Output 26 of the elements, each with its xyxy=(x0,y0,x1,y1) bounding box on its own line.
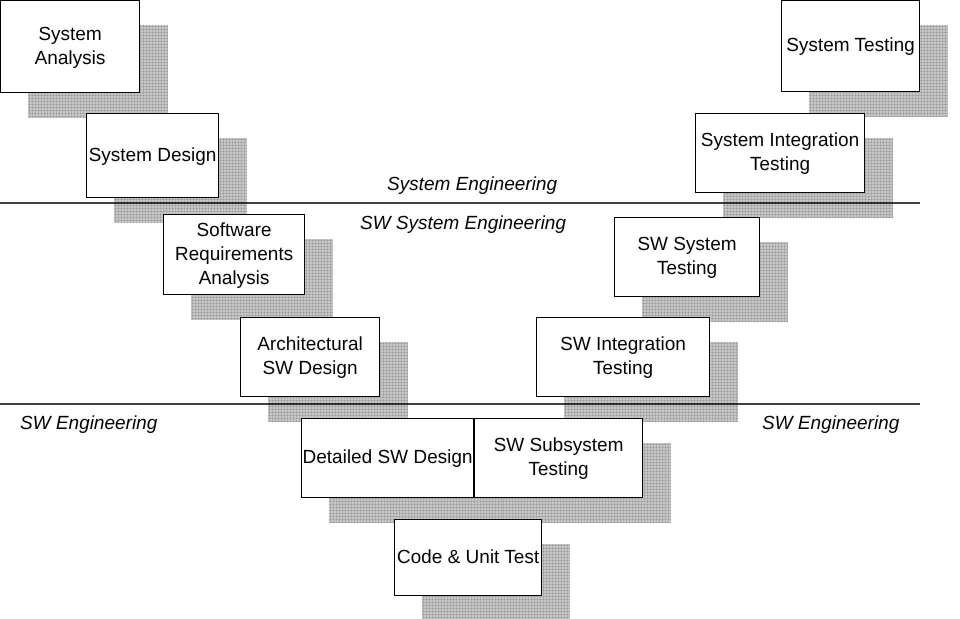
process-box xyxy=(301,418,474,498)
process-box xyxy=(474,418,643,498)
process-box xyxy=(614,217,760,297)
box-label: System Testing xyxy=(786,34,915,58)
phase-label: System Engineering xyxy=(387,174,558,196)
phase-label: SW System Engineering xyxy=(360,213,566,235)
process-box xyxy=(163,214,305,295)
process-box xyxy=(781,0,920,92)
process-box xyxy=(394,519,542,596)
box-label: Detailed SW Design xyxy=(302,446,473,470)
box-label: Code & Unit Test xyxy=(396,546,540,570)
box-label: System Integration Testing xyxy=(700,129,860,177)
process-box xyxy=(536,317,710,397)
box-label: SW Subsystem Testing xyxy=(492,434,624,482)
box-label: Architectural SW Design xyxy=(256,333,364,381)
box-label: System Analysis xyxy=(34,22,106,70)
process-box xyxy=(240,317,380,397)
phase-label: SW Engineering xyxy=(20,413,158,435)
process-box xyxy=(0,0,140,93)
phase-label: SW Engineering xyxy=(762,413,900,435)
process-box xyxy=(86,113,219,198)
process-box xyxy=(695,113,865,193)
box-label: SW System Testing xyxy=(636,233,738,281)
box-label: System Design xyxy=(88,144,216,168)
box-label: Software Requirements Analysis xyxy=(174,218,294,290)
box-label: SW Integration Testing xyxy=(559,333,687,381)
